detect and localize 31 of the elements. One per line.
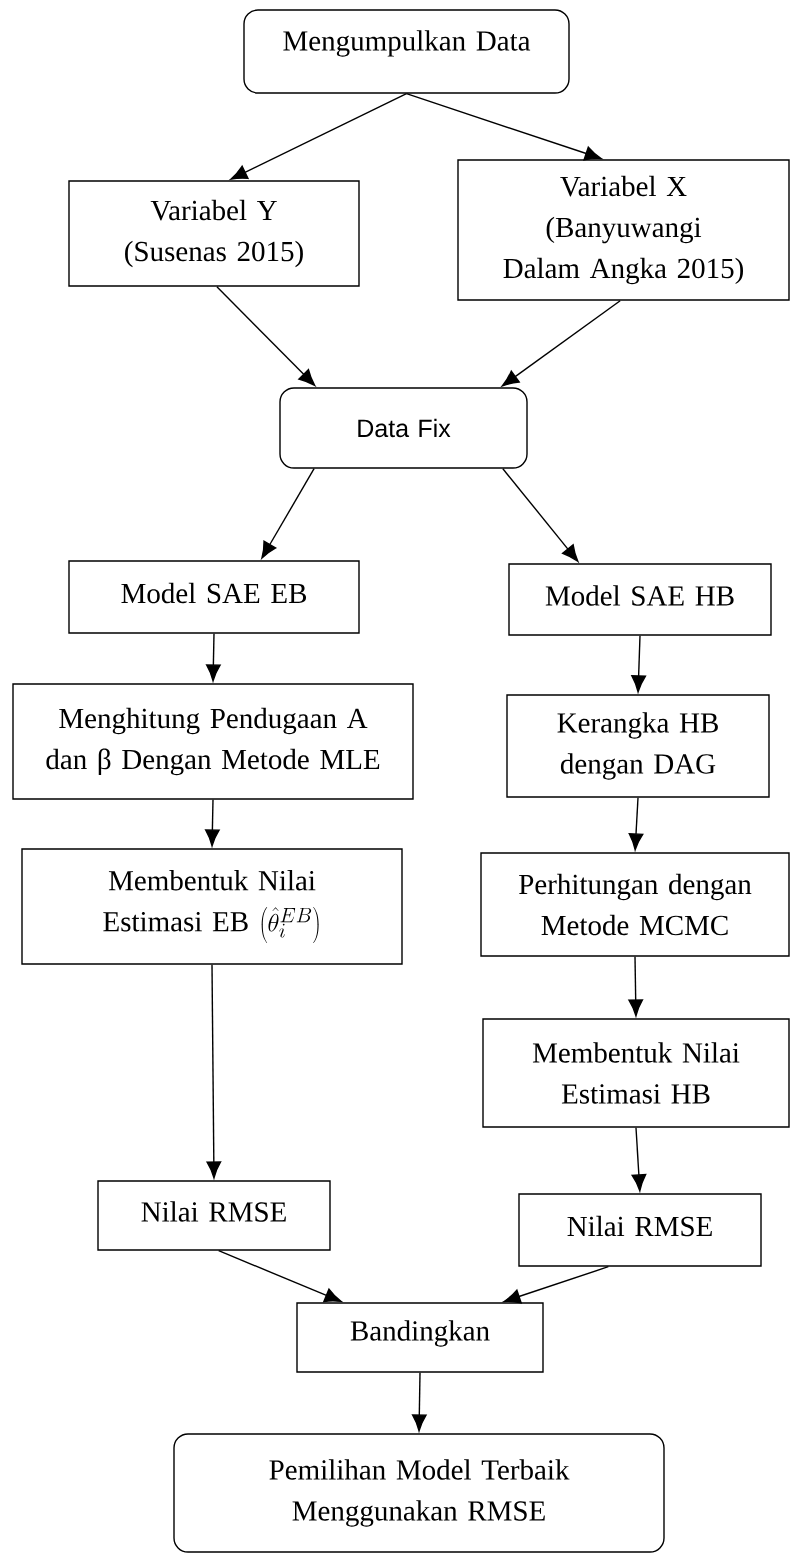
arrow xyxy=(216,286,316,387)
process-box: Bandingkan xyxy=(296,1302,544,1373)
process-box: Membentuk Nilai Estimasi EB $\left(\hat{\theta}_i^{EB}\right)$ xyxy=(21,848,403,965)
arrow xyxy=(631,1127,647,1192)
process-box: Perhitungan dengan Metode MCMC xyxy=(480,852,790,957)
arrow xyxy=(217,1250,342,1303)
arrow xyxy=(411,1372,427,1432)
arrow xyxy=(628,797,644,851)
arrow xyxy=(204,799,220,847)
process-box: Model SAE HB xyxy=(508,563,772,636)
arrow xyxy=(502,468,579,562)
arrow xyxy=(205,633,221,682)
process-box: Kerangka HB dengan DAG xyxy=(506,694,770,798)
arrow xyxy=(503,1266,610,1304)
terminal-box: Pemilihan Model Terbaik Menggunakan RMSE xyxy=(173,1433,665,1553)
arrow xyxy=(631,635,647,693)
arrow xyxy=(206,964,222,1179)
arrow xyxy=(230,93,408,180)
process-box: Membentuk Nilai Estimasi HB xyxy=(482,1018,790,1128)
process-box: Nilai RMSE xyxy=(97,1180,331,1251)
process-box: Menghitung Pendugaan A dan β Dengan Metode MLE xyxy=(12,683,414,800)
process-box: Model SAE EB xyxy=(68,560,360,634)
terminal-box: Mengumpulkan Data xyxy=(243,9,570,94)
process-box: Variabel X (Banyuwangi Dalam Angka 2015) xyxy=(457,159,790,301)
terminal-box: Data Fix xyxy=(279,387,528,469)
arrow xyxy=(628,956,644,1017)
arrow xyxy=(261,468,315,559)
arrow xyxy=(405,93,602,161)
process-box: Nilai RMSE xyxy=(518,1193,762,1267)
arrow xyxy=(501,300,621,387)
process-box: Variabel Y (Susenas 2015) xyxy=(68,180,360,287)
